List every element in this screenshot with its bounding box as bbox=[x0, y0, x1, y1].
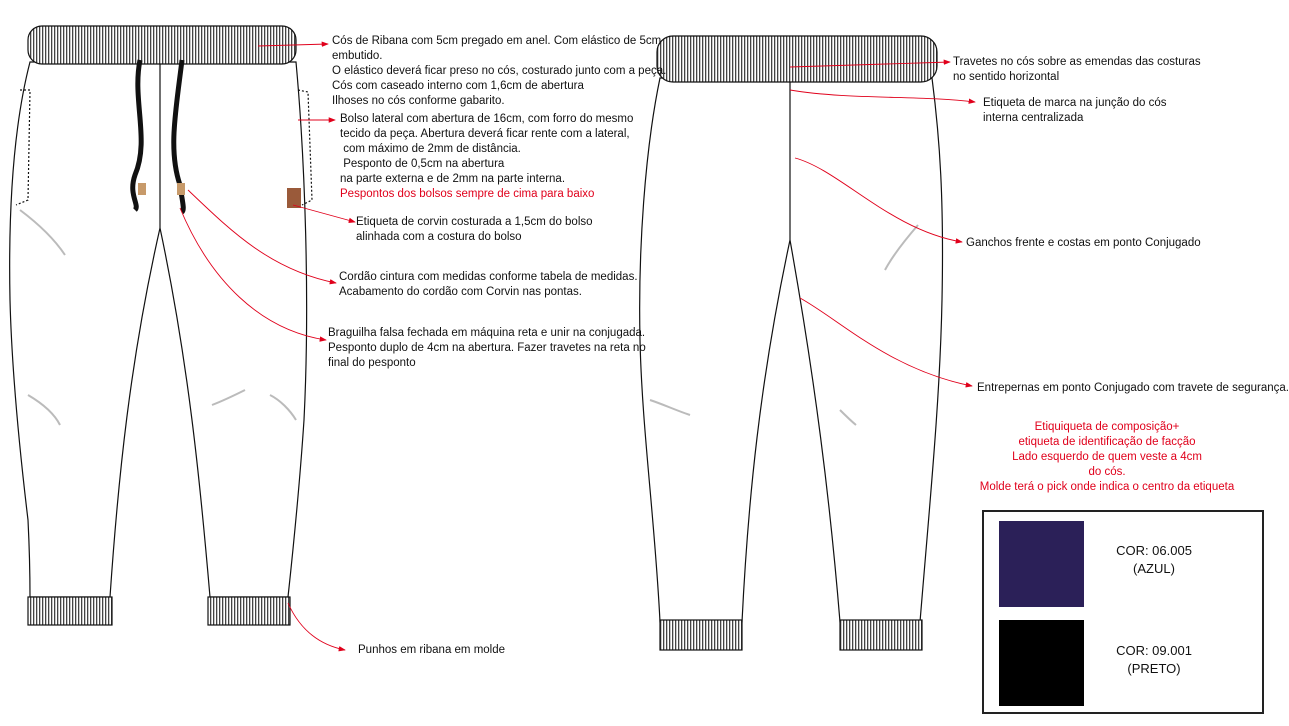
note-brand-label: Etiqueta de marca na junção do cós intern… bbox=[983, 96, 1166, 126]
note-line-red: Molde terá o pick onde indica o centro d… bbox=[979, 481, 1235, 493]
front-cuff-left bbox=[27, 596, 113, 626]
note-line: Cós com caseado interno com 1,6cm de abe… bbox=[332, 80, 584, 92]
note-line: embutido. bbox=[332, 50, 383, 62]
note-cuffs: Punhos em ribana em molde bbox=[358, 643, 505, 658]
corvin-label bbox=[287, 188, 301, 208]
fold-line bbox=[27, 394, 61, 426]
note-line: Cordão cintura com medidas conforme tabe… bbox=[339, 271, 638, 283]
back-pants bbox=[639, 35, 944, 651]
front-pocket-left bbox=[15, 89, 31, 206]
note-line-red: Pespontos dos bolsos sempre de cima para… bbox=[340, 188, 595, 200]
drawcord-tip bbox=[138, 183, 146, 195]
front-waistband bbox=[27, 25, 297, 65]
fold-line bbox=[839, 409, 857, 426]
fold-line bbox=[649, 399, 691, 416]
back-cuff-left bbox=[659, 619, 743, 651]
note-line: com máximo de 2mm de distância. bbox=[340, 143, 521, 155]
note-drawcord: Cordão cintura com medidas conforme tabe… bbox=[339, 270, 638, 300]
note-line: Pesponto duplo de 4cm na abertura. Fazer… bbox=[328, 342, 646, 354]
note-line: Braguilha falsa fechada em máquina reta … bbox=[328, 327, 646, 339]
note-line: Bolso lateral com abertura de 16cm, com … bbox=[340, 113, 634, 125]
note-waistband: Cós de Ribana com 5cm pregado em anel. C… bbox=[332, 34, 666, 109]
drawcord-tip bbox=[177, 183, 185, 195]
color-swatch-blue bbox=[999, 521, 1084, 607]
fold-line bbox=[19, 209, 66, 256]
color-name: (PRETO) bbox=[1127, 661, 1181, 676]
color-label-black: COR: 09.001 (PRETO) bbox=[1104, 642, 1204, 678]
color-label-blue: COR: 06.005 (AZUL) bbox=[1104, 542, 1204, 578]
note-line: Etiqueta de marca na junção do cós bbox=[983, 97, 1167, 109]
back-pants-outline bbox=[639, 77, 944, 623]
drawcord bbox=[130, 59, 186, 215]
color-swatch-black bbox=[999, 620, 1084, 706]
note-hooks: Ganchos frente e costas em ponto Conjuga… bbox=[966, 236, 1201, 251]
note-pocket: Bolso lateral com abertura de 16cm, com … bbox=[340, 112, 633, 202]
note-line-red: etiqueta de identificação de facção bbox=[1018, 436, 1196, 448]
note-line: Punhos em ribana em molde bbox=[358, 644, 506, 656]
note-fly: Braguilha falsa fechada em máquina reta … bbox=[328, 326, 646, 371]
note-line: Entrepernas em ponto Conjugado com trave… bbox=[977, 382, 1289, 394]
note-line: interna centralizada bbox=[983, 112, 1084, 124]
front-pocket-right bbox=[297, 89, 313, 206]
leader-lines bbox=[179, 41, 976, 652]
note-line-red: Lado esquerdo de quem veste a 4cm bbox=[1012, 451, 1202, 463]
note-corvin-label: Etiqueta de corvin costurada a 1,5cm do … bbox=[356, 215, 593, 245]
color-code: COR: 06.005 bbox=[1116, 543, 1192, 558]
color-name: (AZUL) bbox=[1133, 561, 1175, 576]
note-line: Ganchos frente e costas em ponto Conjuga… bbox=[966, 237, 1201, 249]
note-line: O elástico deverá ficar preso no cós, co… bbox=[332, 65, 667, 77]
note-bartacks: Travetes no cós sobre as emendas das cos… bbox=[953, 55, 1201, 85]
note-line: tecido da peça. Abertura deverá ficar re… bbox=[340, 128, 630, 140]
note-composition-label: Etiquiqueta de composição+ etiqueta de id… bbox=[950, 420, 1264, 495]
note-line: Pesponto de 0,5cm na abertura bbox=[340, 158, 505, 170]
note-line: Ilhoses no cós conforme gabarito. bbox=[332, 95, 505, 107]
note-line-red: do cós. bbox=[1088, 466, 1126, 478]
fold-line bbox=[884, 224, 919, 271]
note-inseam: Entrepernas em ponto Conjugado com trave… bbox=[977, 381, 1289, 396]
back-waistband bbox=[656, 35, 938, 83]
note-line: Travetes no cós sobre as emendas das cos… bbox=[953, 56, 1201, 68]
color-code: COR: 09.001 bbox=[1116, 643, 1192, 658]
note-line: no sentido horizontal bbox=[953, 71, 1060, 83]
note-line: final do pesponto bbox=[328, 357, 416, 369]
fold-line bbox=[211, 389, 246, 406]
note-line: Cós de Ribana com 5cm pregado em anel. C… bbox=[332, 35, 662, 47]
note-line: alinhada com a costura do bolso bbox=[356, 231, 522, 243]
front-pants bbox=[9, 25, 313, 626]
note-line: na parte externa e de 2mm na parte inter… bbox=[340, 173, 566, 185]
color-swatches-panel: COR: 06.005 (AZUL) COR: 09.001 (PRETO) bbox=[982, 510, 1264, 714]
fold-line bbox=[269, 394, 297, 421]
note-line: Etiqueta de corvin costurada a 1,5cm do … bbox=[356, 216, 593, 228]
note-line: Acabamento do cordão com Corvin nas pont… bbox=[339, 286, 582, 298]
back-cuff-right bbox=[839, 619, 923, 651]
front-cuff-right bbox=[207, 596, 291, 626]
front-pants-outline bbox=[9, 61, 308, 598]
note-line-red: Etiquiqueta de composição+ bbox=[1034, 421, 1180, 433]
